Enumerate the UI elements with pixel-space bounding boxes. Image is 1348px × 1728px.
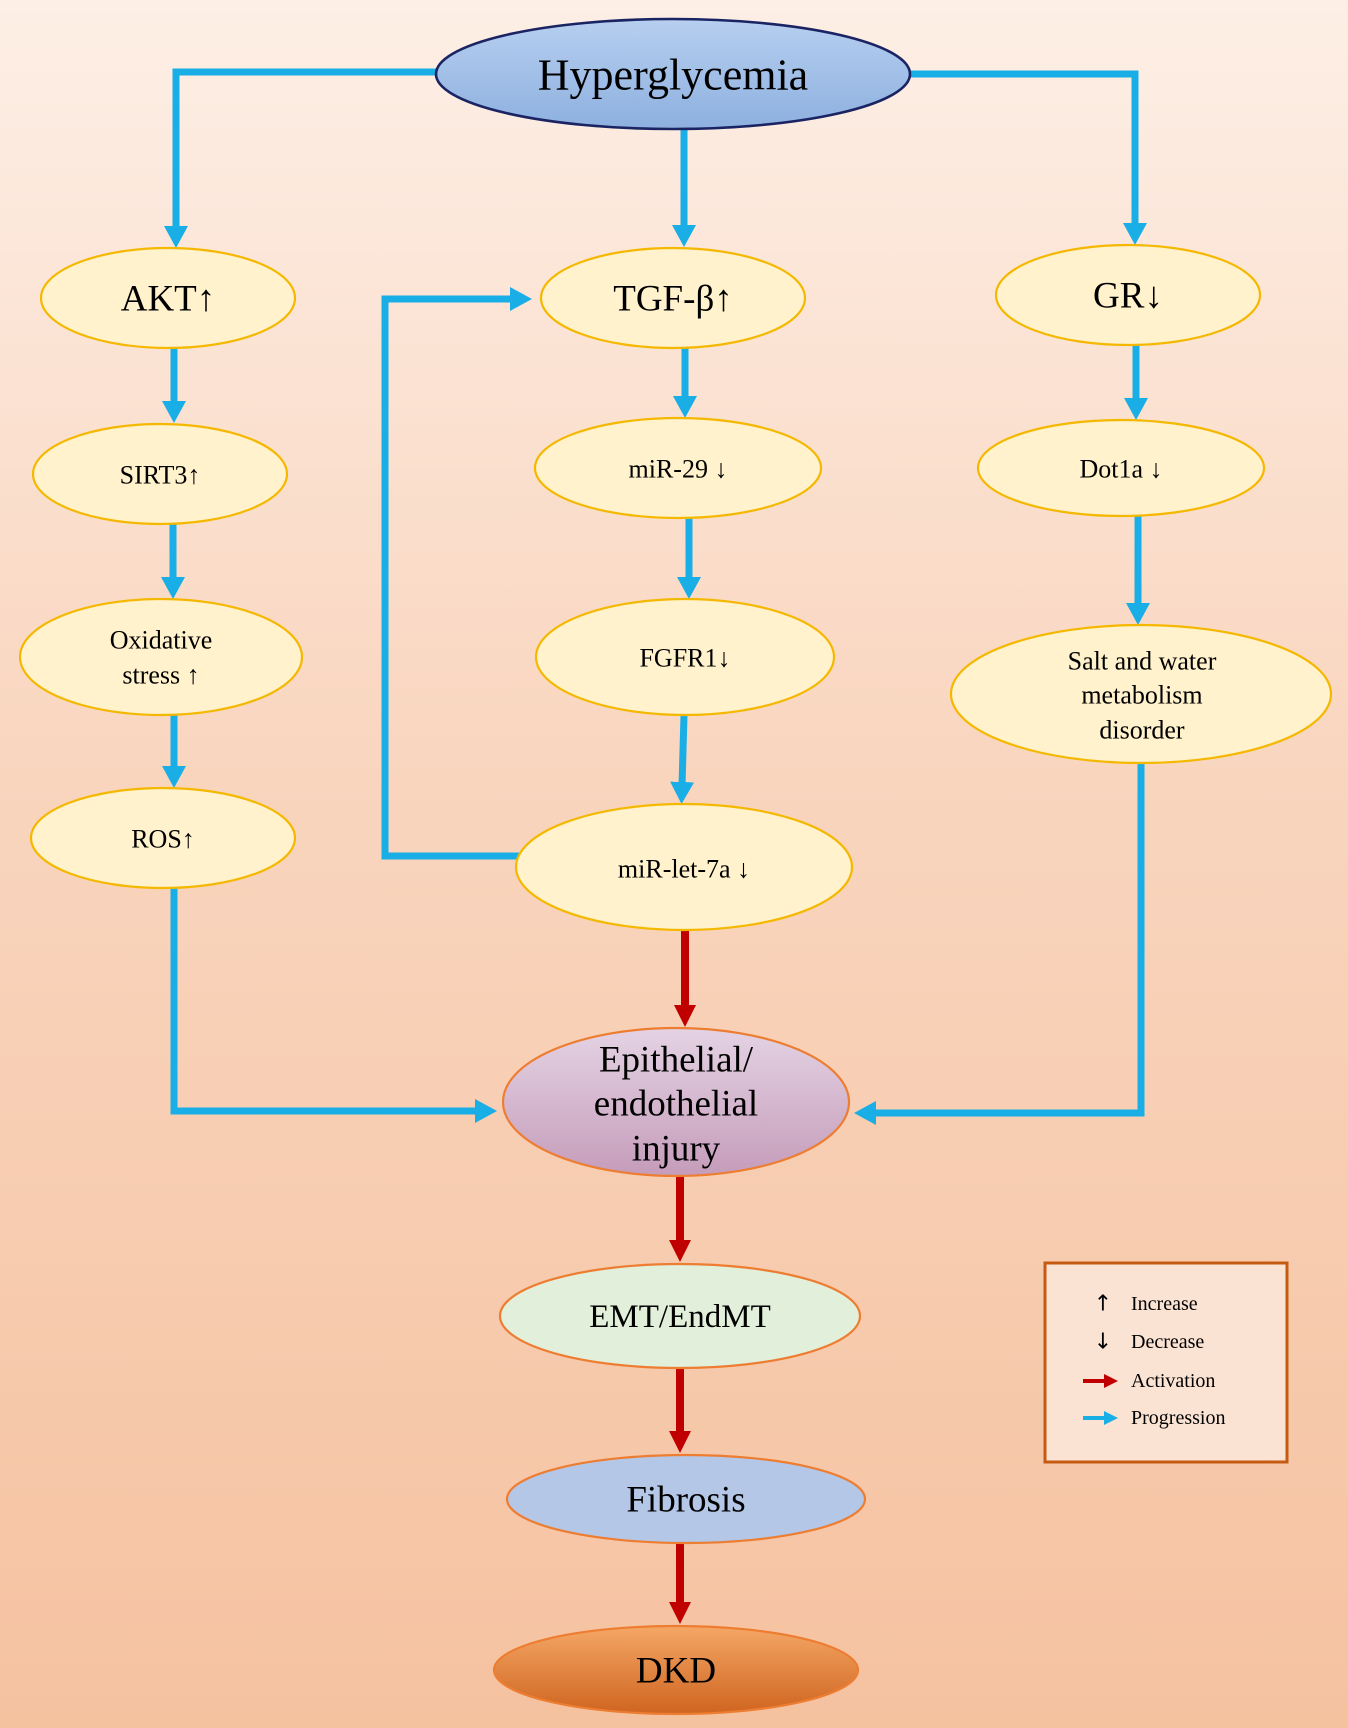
node-emt-shape [498, 1262, 862, 1370]
node-injury-label-line3: injury [632, 1129, 721, 1170]
node-tgfb: TGF-β↑ [539, 246, 807, 350]
node-oxidative-stress-label-line1: Oxidative [110, 626, 213, 655]
node-tgfb-label: TGF-β↑ [613, 279, 733, 320]
node-mir-let7a-label: miR-let-7a ↓ [618, 855, 750, 884]
progression-arrows [161, 68, 1150, 1125]
node-salt-water-label-line2: metabolism [1081, 681, 1202, 710]
node-ros-label: ROS↑ [131, 825, 195, 854]
node-akt: AKT↑ [39, 246, 297, 350]
node-ros-shape [29, 786, 297, 890]
node-fgfr1-shape [534, 597, 836, 717]
node-oxidative-stress-shape [18, 597, 304, 717]
node-salt-water-label-line3: disorder [1099, 716, 1185, 745]
node-sirt3-shape [31, 422, 289, 526]
arrow-ros-to-injury [170, 888, 497, 1123]
legend-decrease-icon: ↓ [1094, 1330, 1112, 1355]
node-mir29-label: miR-29 ↓ [629, 455, 728, 484]
node-salt-water-label-line1: Salt and water [1068, 647, 1217, 676]
legend-increase-icon: ↑ [1094, 1292, 1112, 1317]
node-dot1a: Dot1a ↓ [976, 418, 1266, 518]
node-mir-let7a-shape [514, 802, 854, 932]
node-fibrosis-shape [505, 1453, 867, 1545]
node-oxidative-stress: Oxidative stress ↑ [18, 597, 304, 717]
node-dkd: DKD [492, 1624, 860, 1716]
legend-progression-label: Progression [1131, 1407, 1225, 1429]
node-hyperglycemia-shape [434, 17, 912, 131]
node-gr: GR↓ [994, 243, 1262, 347]
node-emt-label: EMT/EndMT [589, 1299, 770, 1335]
node-hyperglycemia-label: Hyperglycemia [538, 51, 808, 100]
node-fgfr1: FGFR1↓ [534, 597, 836, 717]
arrow-fgfr1-to-mir-let7a [670, 714, 695, 804]
node-injury: Epithelial/ endothelial injury [501, 1026, 851, 1178]
legend-activation-label: Activation [1131, 1370, 1215, 1392]
node-mir29-shape [533, 416, 823, 520]
node-mir-let7a: miR-let-7a ↓ [514, 802, 854, 932]
arrow-mir-let7a-feedback-to-tgfb [381, 287, 532, 860]
node-gr-shape [994, 243, 1262, 347]
node-salt-water: Salt and water metabolism disorder [949, 623, 1333, 765]
node-oxidative-stress-label-line2: stress ↑ [122, 661, 199, 690]
arrow-salt-water-to-injury [854, 763, 1145, 1125]
legend-decrease-label: Decrease [1131, 1331, 1204, 1353]
node-emt: EMT/EndMT [498, 1262, 862, 1370]
node-salt-water-shape [949, 623, 1333, 765]
arrow-hyperglycemia-to-gr [910, 70, 1147, 245]
node-dot1a-shape [976, 418, 1266, 518]
legend-box [1043, 1261, 1289, 1464]
arrow-hyperglycemia-to-akt [164, 68, 437, 248]
legend: ↑ Increase ↓ Decrease Activation Progres… [1043, 1261, 1289, 1464]
node-sirt3-label: SIRT3↑ [120, 461, 201, 490]
node-fibrosis-label: Fibrosis [626, 1480, 745, 1521]
node-fgfr1-label: FGFR1↓ [639, 644, 730, 673]
node-hyperglycemia: Hyperglycemia [434, 17, 912, 131]
node-mir29: miR-29 ↓ [533, 416, 823, 520]
node-injury-shape [501, 1026, 851, 1178]
node-akt-shape [39, 246, 297, 350]
node-dkd-shape [492, 1624, 860, 1716]
node-akt-label: AKT↑ [121, 279, 216, 320]
node-dkd-label: DKD [636, 1651, 716, 1692]
node-injury-label-line1: Epithelial/ [599, 1040, 754, 1081]
legend-increase-label: Increase [1131, 1293, 1198, 1315]
node-sirt3: SIRT3↑ [31, 422, 289, 526]
node-gr-label: GR↓ [1093, 276, 1163, 317]
node-fibrosis: Fibrosis [505, 1453, 867, 1545]
activation-arrows [669, 930, 696, 1624]
node-tgfb-shape [539, 246, 807, 350]
node-injury-label-line2: endothelial [594, 1084, 758, 1125]
node-dot1a-label: Dot1a ↓ [1079, 455, 1162, 484]
node-ros: ROS↑ [29, 786, 297, 890]
